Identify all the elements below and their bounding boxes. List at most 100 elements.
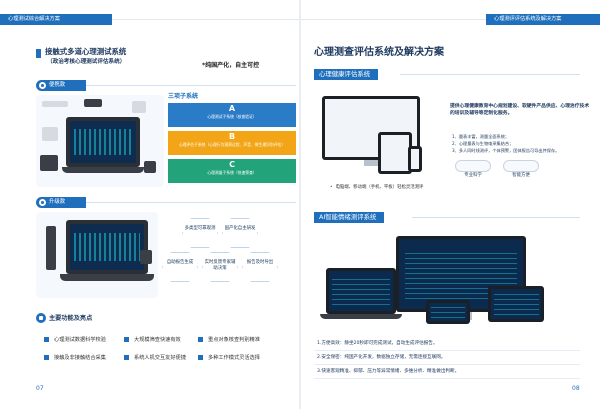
section-upgrade-rule xyxy=(86,202,296,203)
section-upgrade-tag: 升级款 xyxy=(36,197,86,208)
left-header-rule xyxy=(112,19,299,20)
sensor-box-gadget xyxy=(40,155,58,171)
feature-item-4: 接触及非接触结合采集 xyxy=(44,354,106,361)
upgrade-laptop-base xyxy=(60,274,154,281)
hex-2-label: 国产化自主研发 xyxy=(224,226,256,231)
feature-item-2: 大规模筛查快速有效 xyxy=(124,336,181,343)
feature-item-3: 重点对象核查判别精准 xyxy=(198,336,260,343)
portable-device-image xyxy=(36,95,164,187)
slogan: *纯国产化，自主可控 xyxy=(202,62,260,69)
portable-laptop xyxy=(66,117,140,167)
badge-smart-label: 智能方便 xyxy=(512,173,530,178)
bullet-square-icon xyxy=(198,355,203,360)
hand-sensor-gadget xyxy=(140,250,152,264)
advantage-item-1: 1、量表丰富，测量全面系统； xyxy=(452,134,510,139)
subsystem-card-c: C 心理测量子系统（快速筛查） xyxy=(168,159,296,183)
subsystem-card-b: B 心理评估子系统（心理行为观察过程、声音、微生理识别评估） xyxy=(168,131,296,155)
devices-caption: 电脑端、移动端（手机、平板）轻松灵活测评 xyxy=(330,184,424,190)
title-mark xyxy=(36,49,41,58)
bullet-square-icon xyxy=(44,355,49,360)
sensor-gadget xyxy=(42,101,68,107)
ai-feature-list: 1.方便高效：静坐20秒即可完成测试，自动生成评估报告。 2.安全保密：纯国产化… xyxy=(314,337,580,379)
section-portable-tag: 便携款 xyxy=(36,80,86,91)
right-header-bar: 心理测评评估系统及解决方案 xyxy=(486,14,600,25)
hex-1 xyxy=(182,218,218,248)
left-header-bar: 心理测试综合解决方案 xyxy=(0,14,112,25)
hex-4 xyxy=(202,252,238,282)
subsystem-card-a: A 心理测试子系统（核查验证） xyxy=(168,103,296,127)
ai-feature-1: 1.方便高效：静坐20秒即可完成测试，自动生成评估报告。 xyxy=(314,337,580,351)
ai-feature-2: 2.安全保密：纯国产化开发，数据独立存储，无需连接互联网。 xyxy=(314,351,580,365)
bullet-square-icon xyxy=(44,337,49,342)
upgrade-laptop xyxy=(66,220,148,274)
left-header-text: 心理测试综合解决方案 xyxy=(8,16,60,22)
right-page-number: 08 xyxy=(572,385,580,392)
card-c-text: 心理测量子系统（快速筛查） xyxy=(207,170,257,175)
card-b-letter: B xyxy=(228,132,236,141)
section-mental-health-label: 心理健康评估系统 xyxy=(319,70,371,78)
left-title-line2: （政治考核心理测试评估系统） xyxy=(47,59,126,65)
section-ai-tag: AI智能情绪测评系统 xyxy=(314,212,385,223)
portable-laptop-base xyxy=(62,167,144,173)
badge-professional: 专业科学 xyxy=(454,160,492,179)
speaker-gadget xyxy=(132,101,146,113)
webcam-gadget xyxy=(42,127,58,141)
hex-3-label: 自助报告生成 xyxy=(166,260,194,265)
section-upgrade-label: 升级款 xyxy=(49,199,66,205)
features-title: 主要功能及亮点 xyxy=(49,315,93,322)
bullet-square-icon xyxy=(198,337,203,342)
hand-sensor-gadget xyxy=(144,161,156,173)
hex-5 xyxy=(242,252,278,282)
upgrade-device-image xyxy=(36,212,158,298)
right-header-text: 心理测评评估系统及解决方案 xyxy=(494,16,562,22)
badge-professional-icon xyxy=(455,160,491,172)
hex-1-label: 多类型可靠观测 xyxy=(184,226,216,231)
hex-2 xyxy=(222,218,258,248)
tablet-device xyxy=(378,132,412,174)
hex-3 xyxy=(162,252,198,282)
camera-gadget xyxy=(84,99,102,107)
badge-smart: 智能方便 xyxy=(502,160,540,179)
card-c-letter: C xyxy=(229,160,235,169)
section-mental-health-tag: 心理健康评估系统 xyxy=(314,69,379,80)
card-a-text: 心理测试子系统（核查验证） xyxy=(207,114,257,119)
badge-smart-icon xyxy=(503,160,539,172)
feature-item-5: 系统人机交互友好便捷 xyxy=(124,354,186,361)
badge-professional-label: 专业科学 xyxy=(464,173,482,178)
monitor-stand xyxy=(364,160,378,166)
tripod-camera-gadget xyxy=(46,226,56,270)
card-b-text: 心理评估子系统（心理行为观察过程、声音、微生理识别评估） xyxy=(178,142,286,147)
advantage-item-2: 2、心理量表与生物电采集结合； xyxy=(452,141,514,146)
ai-feature-3: 3.快速客观精准、抑郁、压力等异常情绪、多维分析、精准做出判断。 xyxy=(314,365,580,379)
left-title-line1: 接触式多道心理测试系统 xyxy=(45,47,127,56)
advantage-list: 1、量表丰富，测量全面系统； 2、心理量表与生物电采集结合； 3、多人同时线测评… xyxy=(452,133,592,154)
ai-tablet xyxy=(488,286,544,322)
hex-4-label: 实时反馈专家辅助决策 xyxy=(204,260,236,271)
section-portable-rule xyxy=(86,85,296,86)
system-label: 三项子系统 xyxy=(168,93,199,100)
service-paragraph: 提供心理健康教育中心规划建设、软硬件产品供应、心理治疗技术的培训及辅导等定制化服… xyxy=(450,104,590,116)
ai-laptop xyxy=(326,268,396,314)
bullet-square-icon xyxy=(124,355,129,360)
feature-item-6: 多种工作模式灵活选择 xyxy=(198,354,260,361)
section-mental-health-rule xyxy=(400,74,580,75)
advantage-item-3: 3、多人同时线测评，个体预警，团体报告可导出并保存。 xyxy=(452,148,560,153)
phone-device xyxy=(408,146,422,172)
card-a-letter: A xyxy=(228,104,236,113)
left-page-number: 07 xyxy=(36,385,44,392)
ai-laptop-base xyxy=(320,314,402,319)
right-page-title: 心理测查评估系统及解决方案 xyxy=(314,47,444,58)
section-ai-label: AI智能情绪测评系统 xyxy=(319,213,377,221)
section-dot-icon xyxy=(39,199,46,206)
right-header-rule xyxy=(301,19,486,20)
page-gutter xyxy=(299,0,301,409)
section-dot-icon xyxy=(39,82,46,89)
section-portable-label: 便携款 xyxy=(49,82,66,88)
features-icon xyxy=(36,313,46,323)
feature-item-1: 心理测试数据科学校验 xyxy=(44,336,106,343)
feature-hex-cluster: 多类型可靠观测 国产化自主研发 自助报告生成 实时反馈专家辅助决策 报告及时导出 xyxy=(160,216,290,290)
hex-5-label: 报告及时导出 xyxy=(246,260,274,265)
left-page-title: 接触式多道心理测试系统 （政治考核心理测试评估系统） xyxy=(36,46,286,72)
section-ai-rule xyxy=(412,217,580,218)
